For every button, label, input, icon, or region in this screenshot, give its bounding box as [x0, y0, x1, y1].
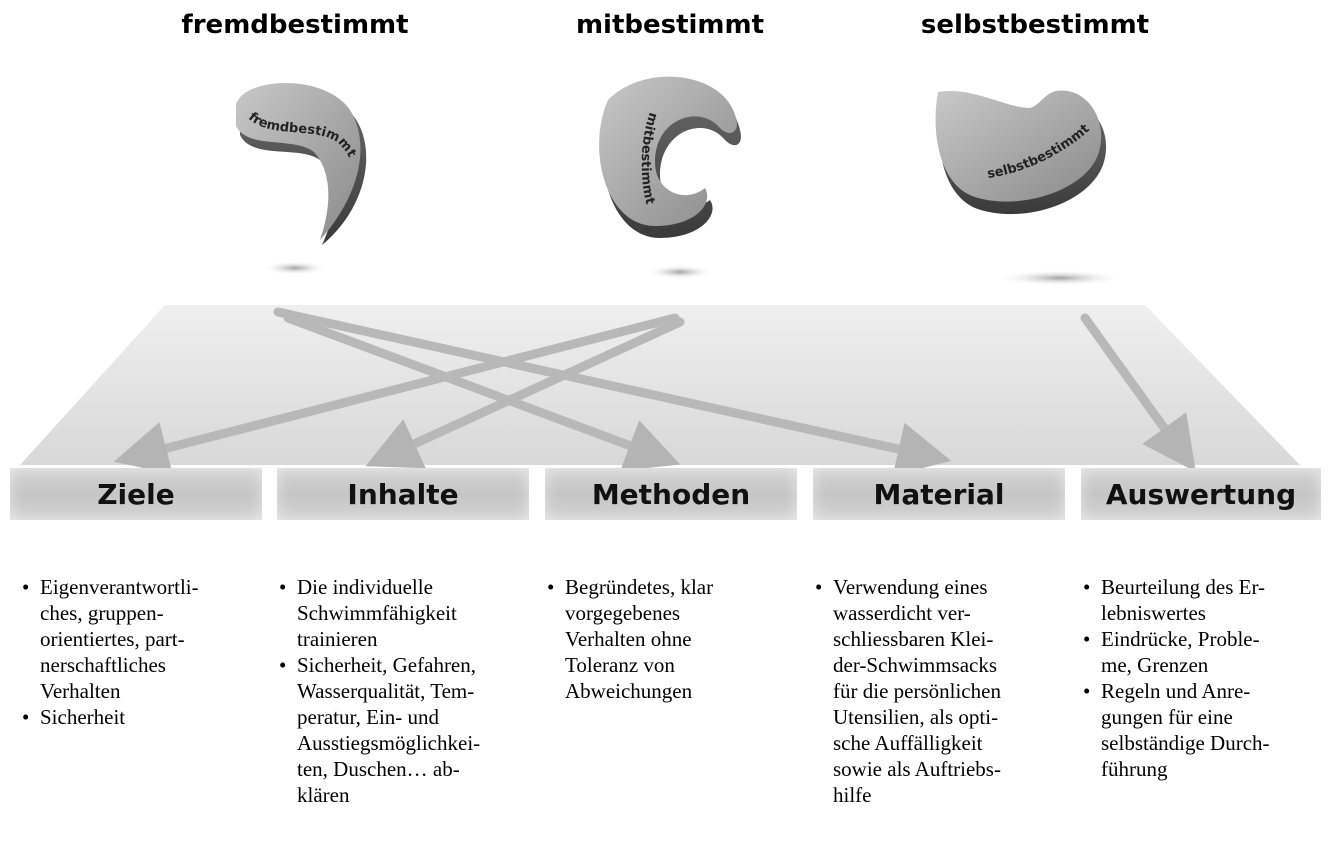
- shadow-mit: [646, 265, 714, 279]
- shape-fremdbestimmt: fremdbestimmt: [236, 83, 366, 245]
- shape-mitbestimmt: mitbestimmt: [599, 77, 741, 238]
- shape-selbstbestimmt: selbstbestimmt: [936, 91, 1107, 215]
- category-methoden: Methoden: [545, 468, 797, 520]
- list-item: Regeln und Anre-gungen für eineselbständ…: [1083, 678, 1323, 782]
- shadow-fremd: [263, 261, 327, 275]
- list-item: Eigenverantwortli-ches, gruppen-orientie…: [22, 574, 257, 704]
- category-inhalte: Inhalte: [277, 468, 529, 520]
- list-item: Beurteilung des Er-lebniswertes: [1083, 574, 1323, 626]
- list-item: Sicherheit: [22, 704, 257, 730]
- category-auswertung: Auswertung: [1081, 468, 1321, 520]
- category-material: Material: [813, 468, 1065, 520]
- list-auswertung: Beurteilung des Er-lebniswertesEindrücke…: [1083, 574, 1323, 782]
- category-ziele: Ziele: [10, 468, 262, 520]
- list-ziele: Eigenverantwortli-ches, gruppen-orientie…: [22, 574, 257, 730]
- list-item: Sicherheit, Gefahren,Wasserqualität, Tem…: [279, 652, 529, 808]
- list-item: Die individuelleSchwimmfähigkeittrainier…: [279, 574, 529, 652]
- list-inhalte: Die individuelleSchwimmfähigkeittrainier…: [279, 574, 529, 808]
- list-item: Eindrücke, Proble-me, Grenzen: [1083, 626, 1323, 678]
- shadow-selbst: [996, 270, 1124, 286]
